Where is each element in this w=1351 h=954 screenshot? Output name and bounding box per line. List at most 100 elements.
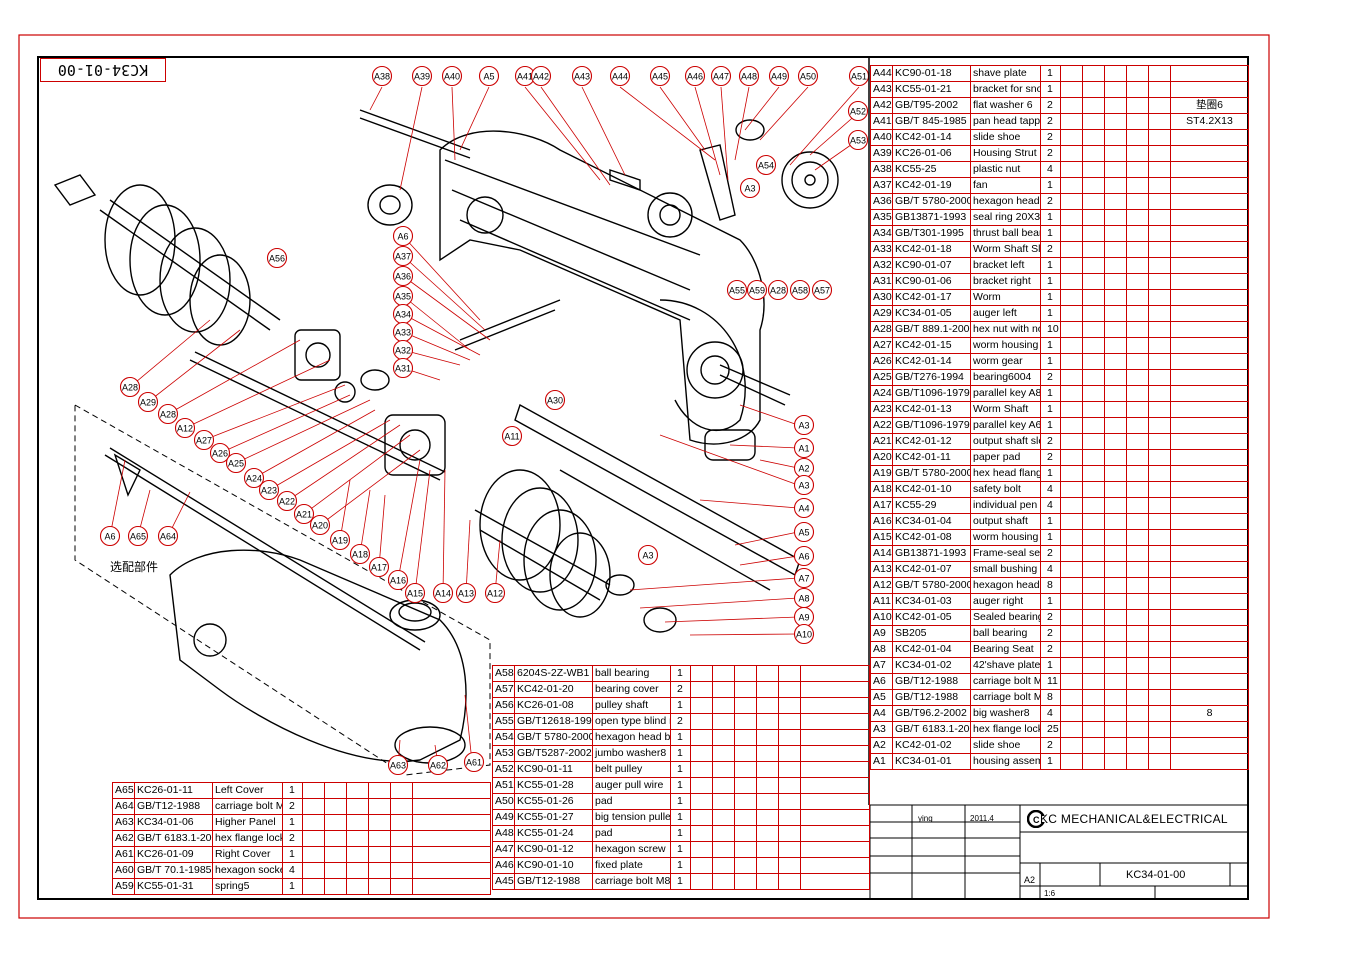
callout-a28: A28 (157, 403, 179, 425)
part-name: pad (592, 793, 671, 810)
part-name: safety bolt (970, 481, 1041, 498)
callout-a8: A8 (793, 587, 815, 609)
callout-a2: A2 (793, 457, 815, 479)
callout-label: A28 (770, 286, 786, 296)
empty-cell (1148, 321, 1171, 338)
empty-cell (756, 809, 779, 826)
empty-cell (1148, 353, 1171, 370)
callout-label: A42 (533, 72, 549, 82)
part-id: A49 (492, 809, 515, 826)
empty-cell (1060, 513, 1083, 530)
part-qty: 2 (282, 830, 303, 847)
empty-cell (1104, 657, 1127, 674)
part-id: A34 (870, 225, 893, 242)
empty-cell (1104, 705, 1127, 722)
empty-cell (1148, 641, 1171, 658)
empty-cell (1126, 465, 1149, 482)
empty-cell (712, 745, 735, 762)
part-name: hexagon head bolt left M6X40 (592, 729, 671, 746)
empty-cell (1126, 641, 1149, 658)
callout-a28: A28 (767, 279, 789, 301)
part-code: KC90-01-18 (892, 65, 971, 82)
part-qty: 2 (1040, 641, 1061, 658)
empty-cell (1148, 369, 1171, 386)
empty-cell (1060, 337, 1083, 354)
part-name: carriage bolt M8X40 (592, 873, 671, 890)
callout-a61: A61 (463, 751, 485, 773)
callout-a26: A26 (209, 442, 231, 464)
empty-cell (1126, 513, 1149, 530)
callout-a33: A33 (392, 321, 414, 343)
empty-cell (712, 873, 735, 890)
part-qty: 2 (670, 713, 691, 730)
empty-cell (1126, 241, 1149, 258)
part-qty: 2 (1040, 129, 1061, 146)
part-qty: 2 (1040, 113, 1061, 130)
empty-cell (734, 857, 757, 874)
callout-label: A7 (798, 574, 809, 584)
part-name: fixed plate (592, 857, 671, 874)
callout-label: A22 (279, 497, 295, 507)
empty-cell (1060, 369, 1083, 386)
part-id: A60 (112, 862, 135, 879)
part-qty: 1 (670, 729, 691, 746)
empty-cell (1148, 433, 1171, 450)
part-qty: 1 (1040, 385, 1061, 402)
part-qty: 11 (1040, 673, 1061, 690)
empty-cell (346, 846, 369, 863)
part-name: carriage bolt M8X20 (212, 798, 283, 815)
empty-cell (1082, 289, 1105, 306)
callout-a18: A18 (349, 543, 371, 565)
part-qty: 1 (1040, 257, 1061, 274)
part-name: Housing Strut (970, 145, 1041, 162)
part-remark (1170, 321, 1249, 338)
part-name: hex head flange bolt M6X10 (970, 465, 1041, 482)
part-remark (1170, 241, 1249, 258)
empty-cell (712, 825, 735, 842)
empty-cell (1060, 545, 1083, 562)
part-remark (1170, 65, 1249, 82)
empty-cell (302, 862, 325, 879)
part-qty: 2 (1040, 241, 1061, 258)
empty-cell (1148, 737, 1171, 754)
callout-a20: A20 (309, 514, 331, 536)
part-id: A48 (492, 825, 515, 842)
empty-cell (1082, 353, 1105, 370)
empty-cell (1126, 609, 1149, 626)
outer-border (18, 34, 1270, 919)
drawing-scale: 1:6 (1044, 889, 1056, 898)
empty-cell (1148, 257, 1171, 274)
empty-cell (1148, 513, 1171, 530)
empty-cell (390, 814, 413, 831)
part-remark (412, 782, 491, 799)
part-name: carriage bolt M8X15 (970, 673, 1041, 690)
part-remark (800, 761, 870, 778)
callout-label: A34 (395, 310, 411, 320)
empty-cell (1082, 705, 1105, 722)
empty-cell (1104, 737, 1127, 754)
part-qty: 1 (670, 809, 691, 826)
callout-a63: A63 (387, 754, 409, 776)
callout-a56: A56 (266, 247, 288, 269)
empty-cell (690, 761, 713, 778)
empty-cell (1060, 385, 1083, 402)
callout-a43: A43 (571, 65, 593, 87)
empty-cell (1104, 65, 1127, 82)
empty-cell (1060, 65, 1083, 82)
part-qty: 2 (1040, 609, 1061, 626)
empty-cell (1082, 609, 1105, 626)
callout-label: A9 (798, 613, 809, 623)
empty-cell (1082, 145, 1105, 162)
